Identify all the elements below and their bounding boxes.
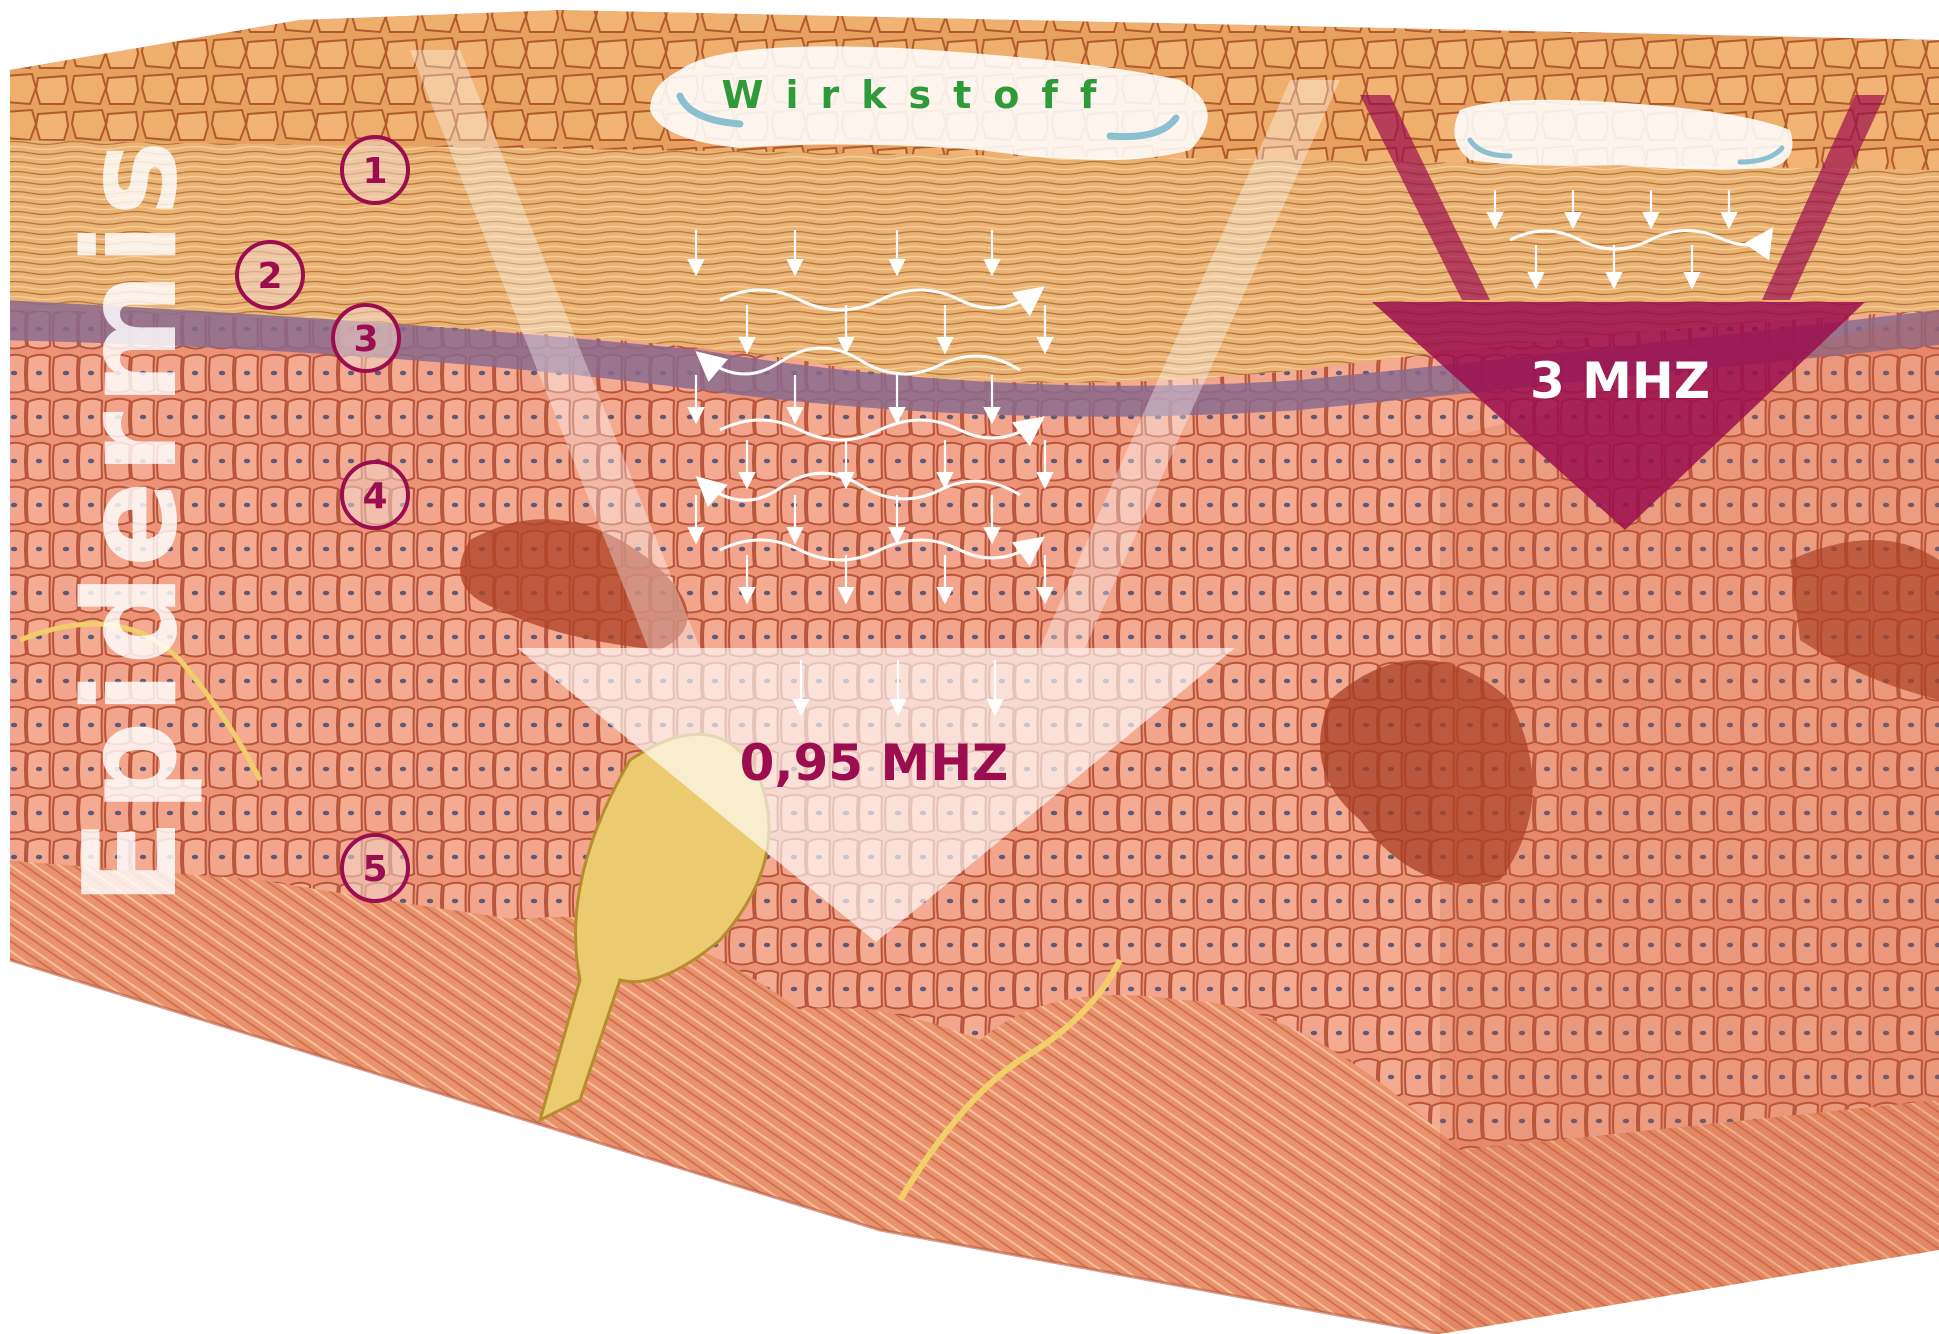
high-frequency-label: 3 MHZ: [1530, 352, 1710, 410]
layer-marker-1: 1: [342, 137, 408, 203]
epidermis-title: Epidermis: [57, 134, 206, 906]
svg-text:2: 2: [257, 256, 282, 297]
layer-marker-4: 4: [342, 462, 408, 528]
low-frequency-label: 0,95 MHZ: [740, 734, 1009, 792]
svg-text:4: 4: [362, 476, 387, 517]
svg-text:1: 1: [362, 151, 387, 192]
layer-marker-3: 3: [333, 305, 399, 371]
svg-text:5: 5: [362, 849, 387, 890]
substance-label: Wirkstoff: [722, 73, 1119, 117]
svg-text:3: 3: [353, 319, 378, 360]
layer-marker-5: 5: [342, 835, 408, 901]
layer-marker-2: 2: [237, 242, 303, 308]
